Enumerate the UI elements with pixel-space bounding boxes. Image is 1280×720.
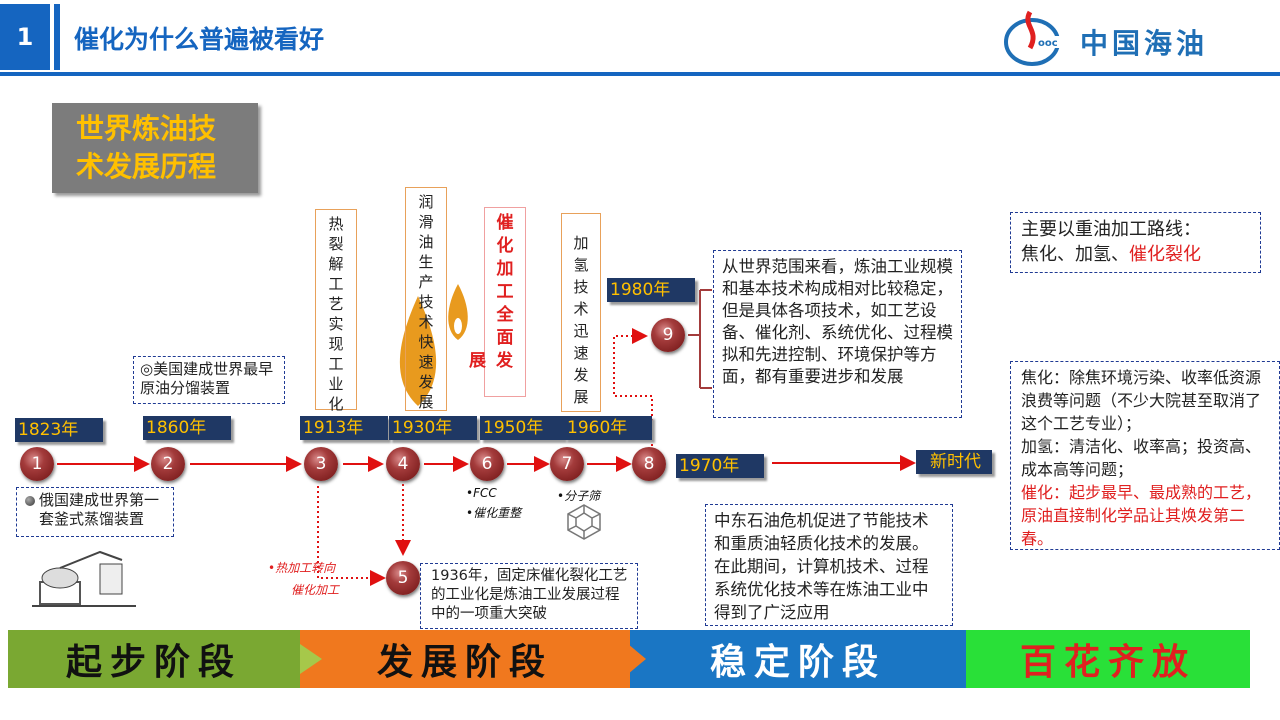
reforming-note: •催化重整 — [466, 506, 522, 520]
timeline-node-8: 8 — [632, 447, 666, 481]
fcc-note: •FCC — [466, 486, 497, 500]
slide-number: 1 — [0, 4, 50, 70]
year-1960: 1960年 — [564, 416, 652, 440]
timeline-node-7: 7 — [550, 447, 584, 481]
timeline-node-3: 3 — [304, 447, 338, 481]
molecular-sieve-icon — [567, 504, 601, 540]
route-box: 主要以重油加工路线： 焦化、加氢、催化裂化 — [1010, 212, 1261, 273]
lube-oil-box: 润滑 油生 产技 术快 速发 展 — [405, 187, 447, 411]
process-comparison-box: 焦化：除焦环境污染、收率低资源浪费等问题（不少大院甚至取消了这个工艺专业）； 加… — [1010, 361, 1280, 550]
header-divider — [0, 72, 1280, 76]
year-1913: 1913年 — [300, 416, 388, 440]
stage-chevrons — [300, 644, 646, 674]
timeline-node-9: 9 — [651, 318, 685, 352]
stage-stable: 稳定阶段 — [630, 630, 966, 688]
thermal-cracking-box: 热裂 解工 艺实 现工 业化 — [315, 209, 357, 413]
section-title-line2: 术发展历程 — [76, 150, 217, 183]
stage-flourish: 百花齐放 — [966, 630, 1250, 688]
catalytic-box: 催化 加工 全面 展发 — [469, 207, 526, 397]
russia-distillation-note: 俄国建成世界第一套釜式蒸馏装置 — [16, 487, 174, 537]
year-1823: 1823年 — [15, 418, 103, 442]
fixed-bed-note: 1936年，固定床催化裂化工艺的工业化是炼油工业发展过程中的一项重大突破 — [420, 563, 638, 629]
timeline-node-1: 1 — [20, 447, 54, 481]
company-logo-text: 中国海油 — [1080, 27, 1209, 60]
timeline-node-5: 5 — [386, 561, 420, 595]
timeline-node-6: 6 — [470, 447, 504, 481]
us-distillation-note: ◎美国建成世界最早原油分馏装置 — [133, 356, 285, 404]
stable-period-note: 从世界范围来看，炼油工业规模和基本技术构成相对比较稳定，但是具体各项技术，如工艺… — [713, 250, 962, 418]
timeline-node-4: 4 — [386, 447, 420, 481]
stage-development: 发展阶段 — [300, 630, 630, 688]
hydro-tech-box: 加氢 技术 迅速 发展 — [561, 213, 601, 412]
bullet-icon — [25, 496, 35, 506]
molecular-sieve-note: •分子筛 — [557, 489, 601, 503]
timeline-node-2: 2 — [151, 447, 185, 481]
year-1970: 1970年 — [676, 454, 764, 478]
flame-large — [399, 296, 437, 406]
stage-start: 起步阶段 — [8, 630, 300, 688]
hand-note-2: 催化加工 — [291, 583, 340, 597]
distillation-apparatus-icon — [32, 550, 136, 607]
cnooc-logo-icon: ooc — [1004, 10, 1070, 66]
slide-title: 催化为什么普遍被看好 — [74, 25, 325, 54]
year-1930: 1930年 — [389, 416, 477, 440]
svg-text:ooc: ooc — [1038, 38, 1058, 49]
year-1860: 1860年 — [143, 416, 231, 440]
hand-note-1: •热加工转向 — [268, 561, 336, 575]
section-title-line1: 世界炼油技 — [76, 112, 217, 145]
year-1950: 1950年 — [480, 416, 564, 440]
section-title-box: 世界炼油技 术发展历程 — [52, 103, 258, 193]
new-era-label: 新时代 — [916, 450, 992, 474]
header-accent-bar — [54, 4, 60, 70]
year-1980: 1980年 — [607, 278, 695, 302]
oil-crisis-note: 中东石油危机促进了节能技术和重质油轻质化技术的发展。在此期间，计算机技术、过程系… — [705, 504, 953, 626]
